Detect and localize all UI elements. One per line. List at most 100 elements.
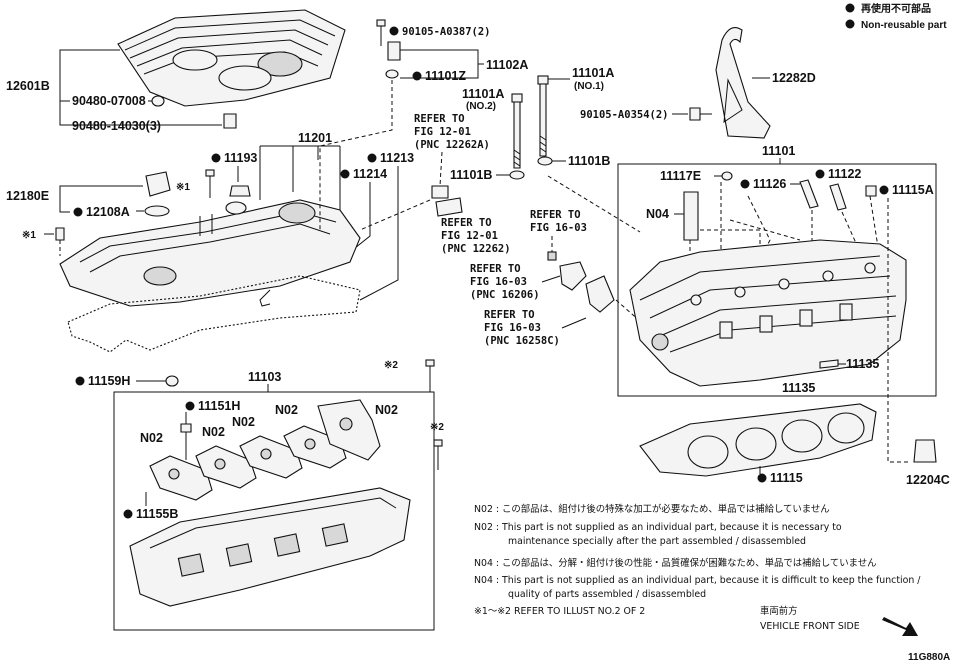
svg-text:(PNC 16206): (PNC 16206) (470, 289, 540, 301)
non-reusable-marker-icon (740, 179, 750, 189)
hose-part (431, 185, 449, 199)
svg-text:FIG 12-01: FIG 12-01 (441, 230, 498, 242)
plug-part (913, 439, 937, 463)
label-11193: 11193 (224, 151, 257, 165)
o-ring-part (385, 69, 399, 79)
non-reusable-marker-icon (75, 376, 85, 386)
svg-text:REFER TO: REFER TO (470, 263, 521, 275)
non-reusable-marker-icon (845, 3, 855, 13)
note-n04-en-1: N04 : This part is not supplied as an in… (474, 575, 921, 586)
oil-cap-gasket-part (144, 205, 170, 217)
grommet-part (223, 113, 237, 129)
label-11101B-left: 11101B (450, 168, 492, 182)
ref-fig-16-03-b: REFER TO FIG 16-03 (PNC 16206) (470, 263, 540, 301)
engine-cover-part (117, 9, 346, 107)
o-ring-part (165, 375, 179, 387)
plug-part (721, 171, 733, 181)
label-11101: 11101 (762, 144, 795, 158)
label-N04: N04 (646, 207, 669, 221)
label-90105-A0387: 90105-A0387(2) (402, 26, 491, 38)
vehicle-front-arrow-icon (882, 617, 918, 636)
plug-part (865, 185, 877, 197)
svg-text:REFER TO: REFER TO (441, 217, 492, 229)
gasket-part (585, 275, 615, 313)
legend-en: Non-reusable part (861, 20, 947, 31)
washer-part (537, 156, 553, 166)
cylinder-head-group-box (617, 163, 937, 397)
head-cover-gasket-part (67, 275, 361, 353)
camshaft-housing-group-box (113, 391, 435, 631)
label-11135-a: 11135 (846, 357, 879, 371)
non-reusable-marker-icon (123, 509, 133, 519)
oil-filler-cap-part (145, 171, 171, 197)
non-reusable-marker-icon (815, 169, 825, 179)
non-reusable-marker-icon (389, 26, 399, 36)
non-reusable-marker-icon (211, 153, 221, 163)
camshaft-bearing-caps-part (149, 399, 381, 501)
label-90480-14030: 90480-14030(3) (72, 119, 161, 133)
non-reusable-marker-icon (412, 71, 422, 81)
label-11115: 11115 (770, 471, 803, 485)
label-N02-b: N02 (375, 403, 398, 417)
label-11103: 11103 (248, 370, 281, 384)
non-reusable-marker-icon (367, 153, 377, 163)
svg-text:REFER TO: REFER TO (484, 309, 535, 321)
note-n04-en-2: quality of parts assembled / disassemble… (508, 589, 706, 600)
mark1-label: ※1 (176, 182, 190, 193)
label-11101A-no2: 11101A (462, 87, 504, 101)
label-11135-b: 11135 (782, 381, 815, 395)
note-n04-jp: N04 : この部品は、分解・組付け後の性能・品質確保が困難なため、単品では補給… (474, 557, 877, 569)
non-reusable-marker-icon (879, 185, 889, 195)
hose-part (435, 197, 463, 217)
label-11155B: 11155B (136, 507, 178, 521)
label-11101Z: 11101Z (425, 69, 466, 83)
figure-id: 11G880A (908, 652, 950, 663)
svg-text:FIG 16-03: FIG 16-03 (484, 322, 541, 334)
note-n02-jp: N02 : この部品は、組付け後の特殊な加工が必要なため、単品では補給していませ… (474, 503, 830, 515)
note-refer-illust: ※1～※2 REFER TO ILLUST NO.2 OF 2 (474, 606, 645, 617)
ref-fig-12-01-b: REFER TO FIG 12-01 (PNC 12262) (441, 217, 511, 255)
label-90105-A0354: 90105-A0354(2) (580, 109, 669, 121)
non-reusable-marker-icon (185, 401, 195, 411)
label-11151H: 11151H (198, 399, 240, 413)
label-11101A-no1-sub: (NO.1) (574, 81, 604, 92)
front-side-en: VEHICLE FRONT SIDE (760, 621, 860, 632)
grommet-part (151, 95, 165, 107)
cylinder-head-cover-part (59, 199, 361, 307)
head-bolt-part (537, 75, 549, 157)
label-N02-d: N02 (202, 425, 225, 439)
bolt-part (55, 227, 65, 241)
label-11117E: 11117E (660, 169, 701, 183)
mark1-bolt-label: ※1 (22, 230, 36, 241)
bolt-part (547, 251, 557, 261)
label-90480-07008: 90480-07008 (72, 94, 146, 108)
label-11214: 11214 (353, 167, 387, 181)
oil-filler-cap-gasket-part (229, 185, 251, 197)
label-11115A: 11115A (892, 183, 934, 197)
label-12282D: 12282D (772, 71, 816, 85)
ref-fig-16-03-c: REFER TO FIG 16-03 (PNC 16258C) (484, 309, 560, 347)
svg-text:(PNC 12262A): (PNC 12262A) (414, 139, 490, 151)
ref-fig-16-03-a: REFER TO FIG 16-03 (530, 209, 587, 234)
non-reusable-marker-icon (845, 19, 855, 29)
engine-hanger-part (715, 27, 771, 139)
legend-jp: 再使用不可部品 (861, 2, 931, 15)
label-11101B-right: 11101B (568, 154, 610, 168)
ref-fig-12-01-a: REFER TO FIG 12-01 (PNC 12262A) (414, 113, 490, 151)
mark2-label-b: ※2 (430, 422, 444, 433)
stud-part (819, 359, 839, 369)
note-n02-en-1: N02 : This part is not supplied as an in… (474, 522, 842, 533)
washer-part (509, 170, 525, 180)
svg-text:FIG 16-03: FIG 16-03 (530, 222, 587, 234)
cam-cap-part (559, 261, 587, 291)
label-12601B: 12601B (6, 79, 50, 93)
label-N02-c: N02 (232, 415, 255, 429)
label-N02-a: N02 (275, 403, 298, 417)
note-n02-en-2: maintenance specially after the part ass… (508, 536, 806, 547)
label-11159H: 11159H (88, 374, 130, 388)
cam-position-sensor-part (387, 41, 401, 61)
svg-text:FIG 16-03: FIG 16-03 (470, 276, 527, 288)
label-12108A: 12108A (86, 205, 130, 219)
pin-part (683, 191, 699, 241)
